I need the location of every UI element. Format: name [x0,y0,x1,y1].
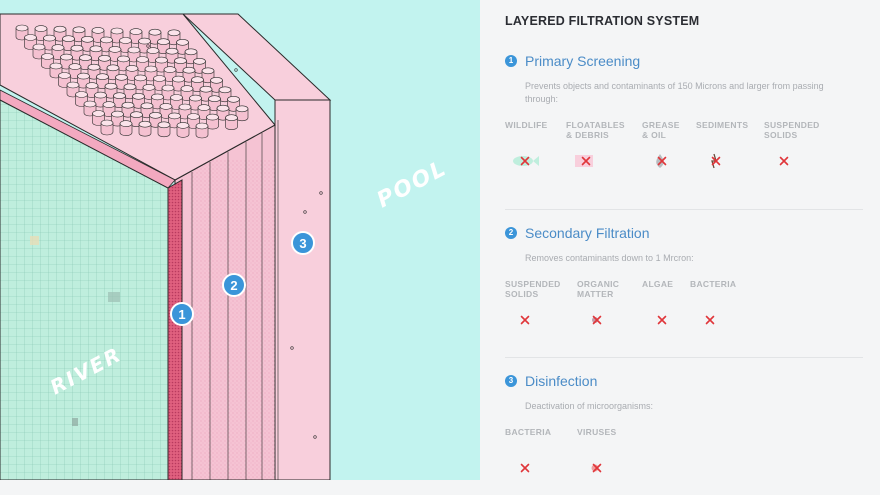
contaminant-item: BACTERIA [690,279,760,325]
solids-icon [505,311,545,329]
contaminant-label: ALGAE [642,279,674,289]
blocked-cross-icon [711,156,721,166]
section-divider [505,357,863,358]
layer-1-membrane [167,179,183,480]
contaminant-item: SUSPENDED SOLIDS [764,120,834,166]
section-description: Prevents objects and contaminants of 150… [525,81,824,104]
bacteria-icon [505,459,545,477]
panel-title: LAYERED FILTRATION SYSTEM [505,14,700,28]
layer-2-marker[interactable]: 2 [222,273,246,297]
virus-icon [577,459,617,477]
contaminant-list: SUSPENDED SOLIDS ORGANIC MATTER ALGAE BACTE… [505,279,865,339]
section-title: Primary Screening [525,53,641,69]
section-number-badge: 3 [505,375,517,387]
contaminant-item: BACTERIA [505,427,575,473]
solids-icon [764,152,804,170]
section-title: Disinfection [525,373,598,389]
section-primary-screening: 1 Primary Screening Prevents objects and… [505,52,865,180]
debris-icon [566,152,606,170]
filtration-panel: LAYERED FILTRATION SYSTEM 1 Primary Scre… [488,0,880,495]
filtration-diagram: POOL RIVER 1 2 3 [0,0,480,480]
layer-3-marker[interactable]: 3 [291,231,315,255]
section-description: Deactivation of microorganisms: [525,401,654,411]
blocked-cross-icon [657,315,667,325]
contaminant-label: SUSPENDED SOLIDS [764,120,820,140]
blocked-cross-icon [779,156,789,166]
section-secondary-filtration: 2 Secondary Filtration Removes contamina… [505,224,865,339]
blocked-cross-icon [592,463,602,473]
bacteria-icon [690,311,730,329]
organic-matter-icon [577,311,617,329]
layer-1-marker[interactable]: 1 [170,302,194,326]
section-disinfection: 3 Disinfection Deactivation of microorga… [505,372,865,487]
blocked-cross-icon [520,315,530,325]
blocked-cross-icon [520,156,530,166]
sediment-icon [696,152,736,170]
section-number-badge: 1 [505,55,517,67]
layer-3-board [274,99,331,480]
contaminant-list: BACTERIA VIRUSES [505,427,865,487]
blocked-cross-icon [520,463,530,473]
blocked-cross-icon [581,156,591,166]
svg-text:3: 3 [299,236,306,251]
algae-icon [642,311,682,329]
contaminant-item: GREASE & OIL [642,120,712,168]
filtration-illustration: POOL RIVER 1 2 3 [0,0,480,480]
contaminant-item: SEDIMENTS [696,120,766,169]
contaminant-item: SUSPENDED SOLIDS [505,279,575,325]
contaminant-label: VIRUSES [577,427,617,437]
svg-text:2: 2 [230,278,237,293]
svg-text:1: 1 [178,307,185,322]
contaminant-label: FLOATABLES & DEBRIS [566,120,625,140]
contaminant-label: BACTERIA [505,427,552,437]
blocked-cross-icon [705,315,715,325]
contaminant-list: WILDLIFE FLOATABLES & DEBRIS GREASE & OIL S… [505,120,865,180]
fish-icon [505,152,545,170]
contaminant-label: SEDIMENTS [696,120,749,130]
contaminant-item: FLOATABLES & DEBRIS [566,120,636,167]
contaminant-item: WILDLIFE [505,120,575,166]
contaminant-label: WILDLIFE [505,120,548,130]
section-title: Secondary Filtration [525,225,650,241]
contaminant-label: ORGANIC MATTER [577,279,620,299]
contaminant-item: ALGAE [642,279,712,325]
section-divider [505,209,863,210]
rod-bundle [15,24,249,139]
blocked-cross-icon [592,315,602,325]
section-number-badge: 2 [505,227,517,239]
section-description: Removes contaminants down to 1 Mrcron: [525,253,694,263]
oil-drop-icon [642,152,682,170]
contaminant-label: SUSPENDED SOLIDS [505,279,561,299]
contaminant-item: VIRUSES [577,427,647,473]
blocked-cross-icon [657,156,667,166]
contaminant-item: ORGANIC MATTER [577,279,647,325]
contaminant-label: BACTERIA [690,279,737,289]
contaminant-label: GREASE & OIL [642,120,680,140]
